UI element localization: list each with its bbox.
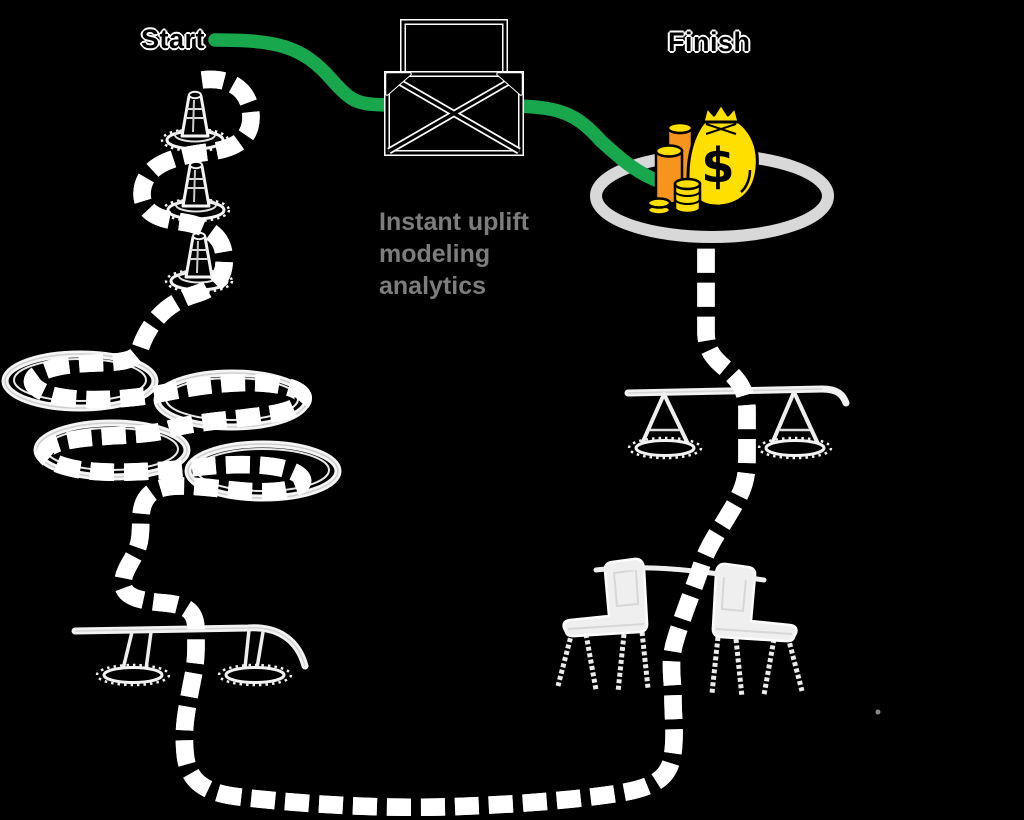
bag-body [686,120,759,208]
traffic-cone-icon [161,160,231,223]
bag-tie-lines [705,123,737,135]
chair-crossbar [593,565,767,583]
hurdle-base [95,663,171,687]
bag-shine [740,169,752,193]
hurdle-right [624,385,850,460]
hurdle-base [217,663,293,687]
open-envelope-icon [384,19,524,156]
small-coins [646,197,672,216]
stray-dot [875,709,881,715]
money-bag-and-coins-icon: $ [646,102,759,216]
finish-label: Finish [668,27,751,57]
hurdle-left [71,624,309,687]
bag-knot [701,102,741,124]
start-label: Start [141,24,206,54]
coin-stack [673,177,702,215]
chairs-group [558,559,802,697]
chair-icon [712,564,802,697]
long-route-dashed-path [32,79,756,807]
caption-text: Instant uplift modeling analytics [379,208,529,300]
money-bag: $ [686,102,759,208]
hurdle-base [627,436,703,460]
traffic-cones-group [160,90,234,294]
dollar-sign: $ [701,138,734,194]
hurdle-base [757,436,833,460]
chair-icon [558,559,648,692]
